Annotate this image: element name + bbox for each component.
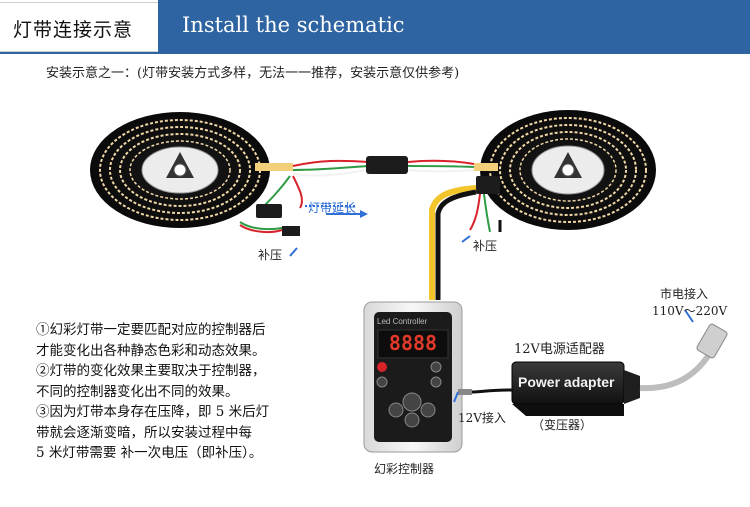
note-line: 5 米灯带需要 补一次电压（即补压）。 [36,445,263,461]
cn-title-box: 灯带连接示意 [0,2,158,52]
controller-feed-wires [429,176,502,300]
notes-block: ①幻彩灯带一定要匹配对应的控制器后 才能变化出各种静态色彩和动态效果。 ②灯带的… [36,320,269,464]
note-line: 不同的控制器变化出不同的效果。 [36,383,239,400]
power-adapter-device [458,323,728,416]
input-12v-label: 12V接入 [458,411,506,425]
cn-title: 灯带连接示意 [13,19,134,41]
note-line: ①幻彩灯带一定要匹配对应的控制器后 [36,322,266,338]
led-controller-device: 8888 [363,301,463,453]
mains-arrow [684,309,694,323]
svg-text:8888: 8888 [389,331,437,355]
supplement-voltage-left-label: 补压 [258,248,283,262]
supplement-arrow-right [461,235,471,243]
note-line: 才能变化出各种静态色彩和动态效果。 [36,342,266,359]
mains-input-label: 市电接入 [660,287,709,301]
transformer-label: （变压器） [532,418,593,432]
en-title: Install the schematic [182,13,405,37]
controller-name-label: 幻彩控制器 [374,462,435,476]
note-line: ②灯带的变化效果主要取决于控制器， [36,363,266,379]
note-line: ③因为灯带本身存在压降，即 5 米后灯 [36,404,270,420]
input-12v-arrow [453,391,459,403]
controller-model-label: Led Controller [377,317,428,326]
supplement-voltage-right-label: 补压 [473,239,498,253]
strip-connection-wires [239,156,475,236]
subtitle: 安装示意之一：(灯带安装方式多样，无法一一推荐，安装示意仅供参考) [46,66,460,81]
adapter-title: 12V电源适配器 [514,342,605,357]
strip-extension-label: 灯带延长 [308,201,357,215]
left-led-reel [90,112,293,228]
header-bar: 灯带连接示意 Install the schematic [0,0,750,52]
en-title-box: Install the schematic [158,0,750,52]
adapter-brand: Power adapter [518,374,615,390]
mains-voltage-label: 110V～220V [652,304,728,318]
extension-arrow [305,205,368,218]
note-line: 带就会逐渐变暗，所以安装过程中每 [36,424,252,441]
supplement-arrow-left [289,247,298,257]
right-led-reel [474,110,656,230]
header-divider [0,52,750,54]
